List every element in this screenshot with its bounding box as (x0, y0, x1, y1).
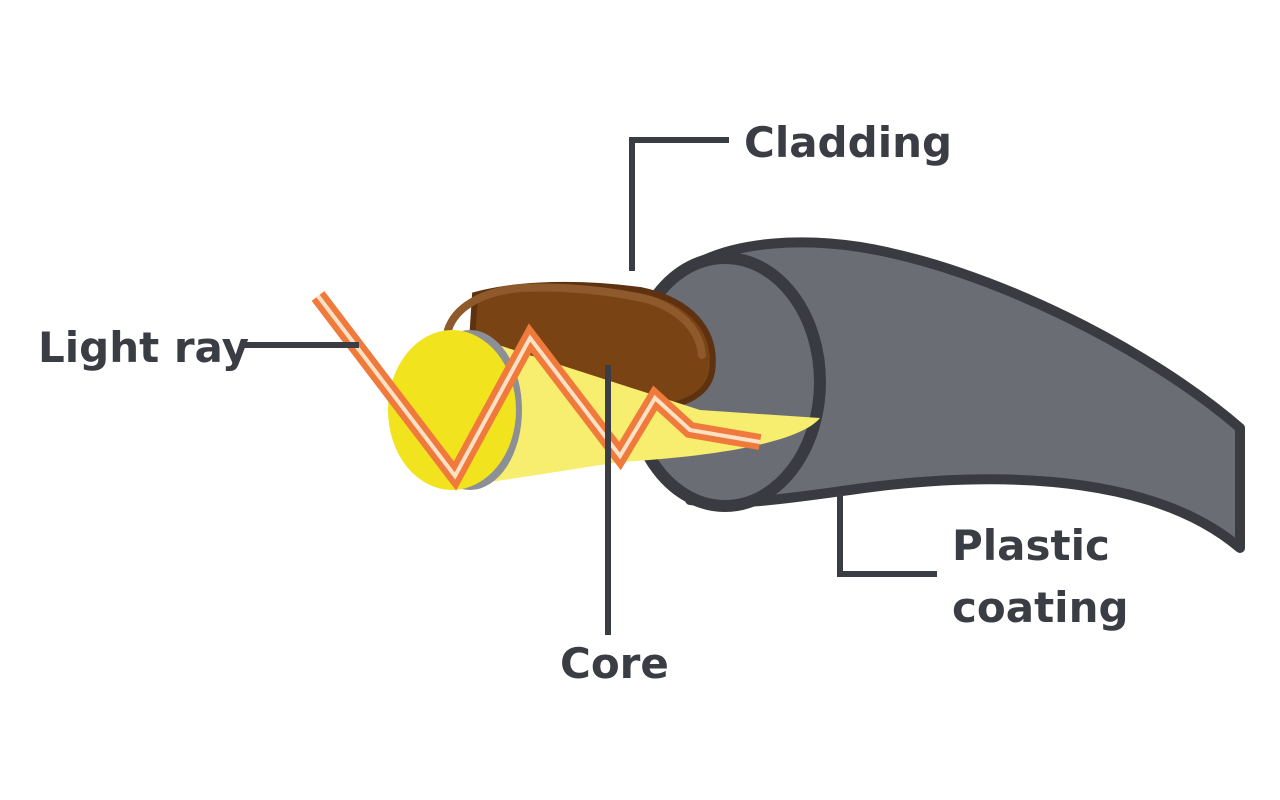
plastic-coating (624, 237, 1245, 553)
plastic-label-line1: Plastic (952, 521, 1110, 570)
light-ray-highlight (316, 294, 761, 480)
cladding-label: Cladding (744, 118, 952, 167)
light-ray (311, 291, 762, 491)
plastic-coating-leader (837, 492, 937, 577)
plastic-label-line2: coating (952, 583, 1129, 632)
coating-body (685, 237, 1245, 553)
core-end-face (388, 330, 516, 490)
core-label: Core (560, 639, 669, 688)
light-ray-label: Light ray (38, 323, 249, 372)
leader-lines (240, 137, 937, 635)
cladding-leader (629, 137, 729, 271)
cladding-top-rim (444, 283, 706, 359)
